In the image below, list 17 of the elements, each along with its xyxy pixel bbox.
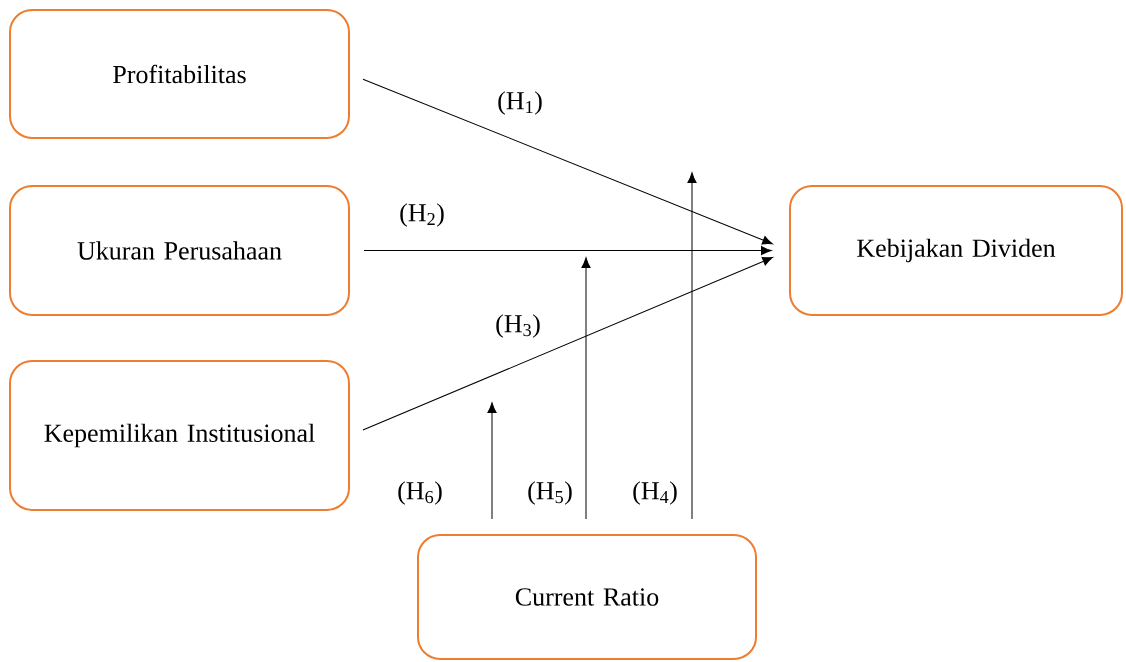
arrow <box>687 172 697 520</box>
arrow <box>362 256 774 431</box>
variable-box: Profitabilitas <box>9 9 350 139</box>
arrow <box>362 78 773 245</box>
variable-box: Kebijakan Dividen <box>789 185 1123 316</box>
arrow <box>363 245 772 256</box>
arrow <box>487 402 497 520</box>
edge-label: (H$_{3}$) <box>494 313 542 339</box>
edge-label: (H$_{2}$) <box>398 202 446 228</box>
variable-box: Ukuran Perusahaan <box>9 185 350 316</box>
variable-box: Current Ratio <box>417 534 757 660</box>
edge-label: (H$_{1}$) <box>496 90 544 116</box>
variable-box: Kepemilikan Institusional <box>9 360 350 511</box>
edge-label: (H$_{6}$) <box>396 480 444 506</box>
arrow <box>581 257 591 520</box>
edge-label: (H$_{5}$) <box>526 480 574 506</box>
edge-label: (H$_{4}$) <box>631 480 679 506</box>
